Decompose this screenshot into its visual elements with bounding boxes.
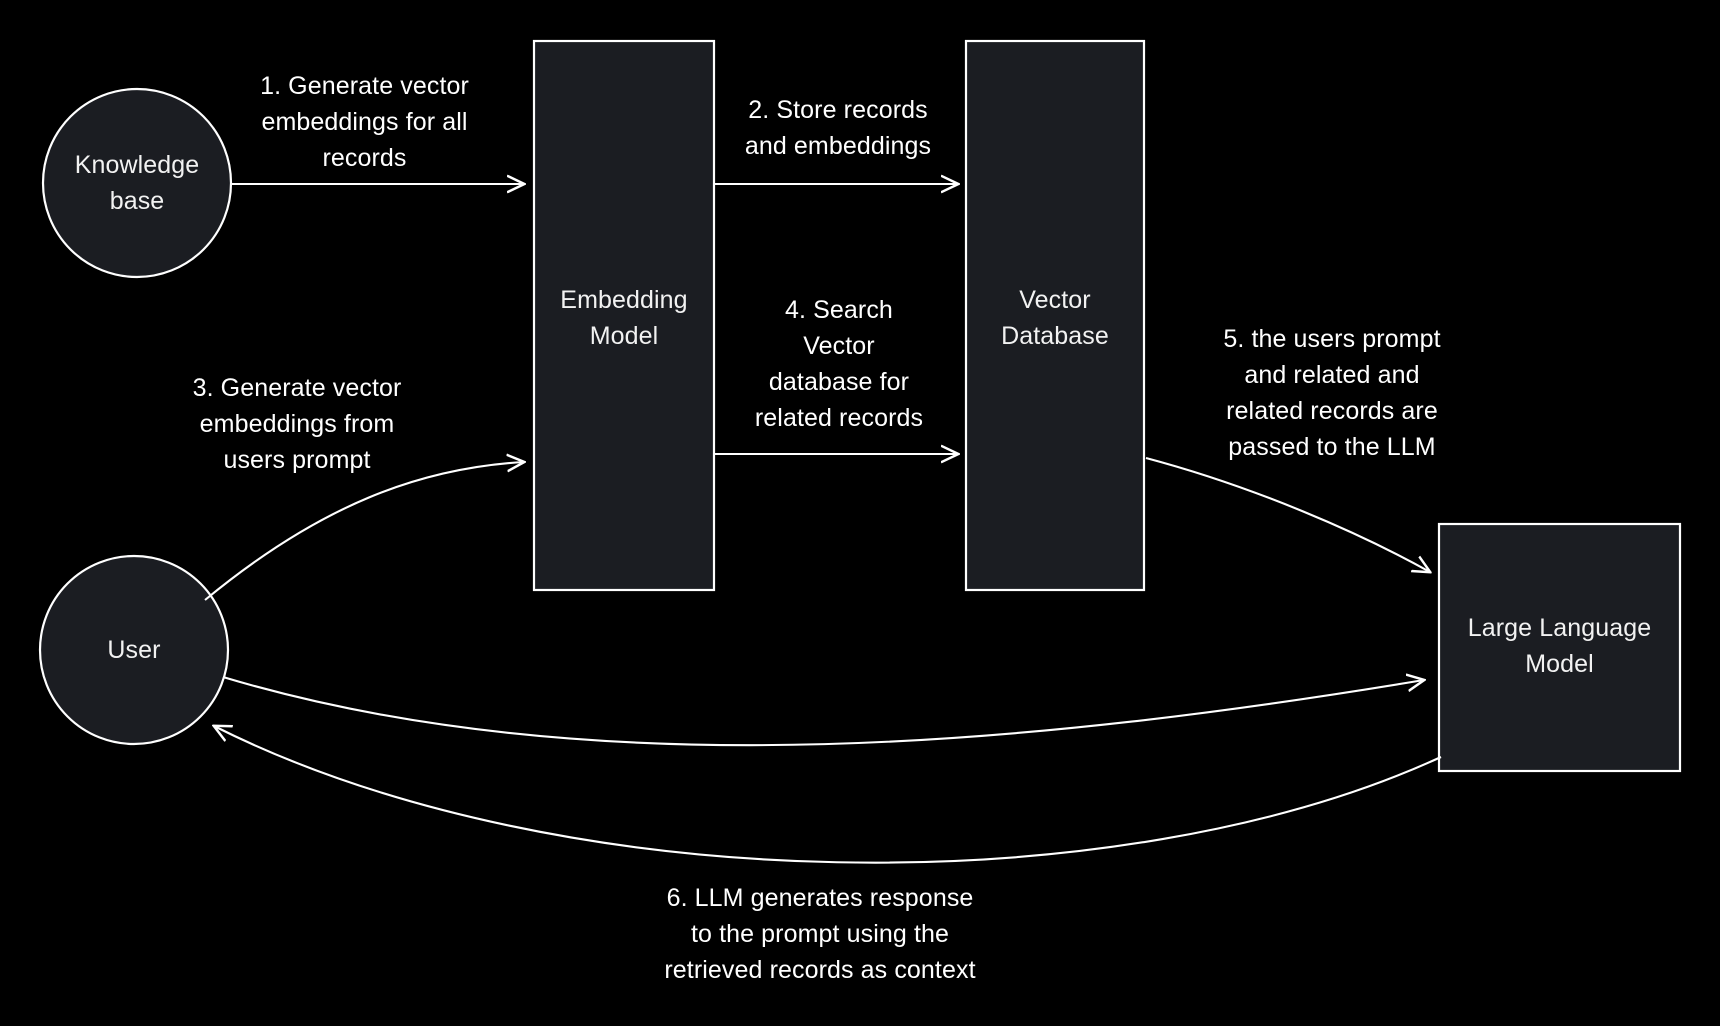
edge-label-step-3: 3. Generate vector embeddings from users… xyxy=(192,374,402,474)
edge-step-5-arrow xyxy=(1145,456,1430,572)
edge-user-to-llm-arrow xyxy=(222,677,1424,747)
node-label-vector-database: Vector Database xyxy=(1001,286,1109,350)
node-label-knowledge-base: Knowledge base xyxy=(74,151,200,215)
edge-label-step-6: 6. LLM generates response to the prompt … xyxy=(664,884,976,984)
node-label-embedding-model: Embedding Model xyxy=(560,286,688,350)
edge-label-step-1: 1. Generate vector embeddings for all re… xyxy=(260,72,469,172)
edge-label-step-2: 2. Store records and embeddings xyxy=(744,96,932,160)
edge-label-step-5: 5. the users prompt and related and rela… xyxy=(1223,325,1441,461)
edge-label-step-4: 4. Search Vector database for related re… xyxy=(754,296,924,432)
node-label-large-language-model: Large Language Model xyxy=(1467,614,1652,678)
node-label-user: User xyxy=(107,636,161,664)
edge-step-6-arrow xyxy=(214,726,1442,864)
edge-step-3-arrow xyxy=(204,462,524,601)
